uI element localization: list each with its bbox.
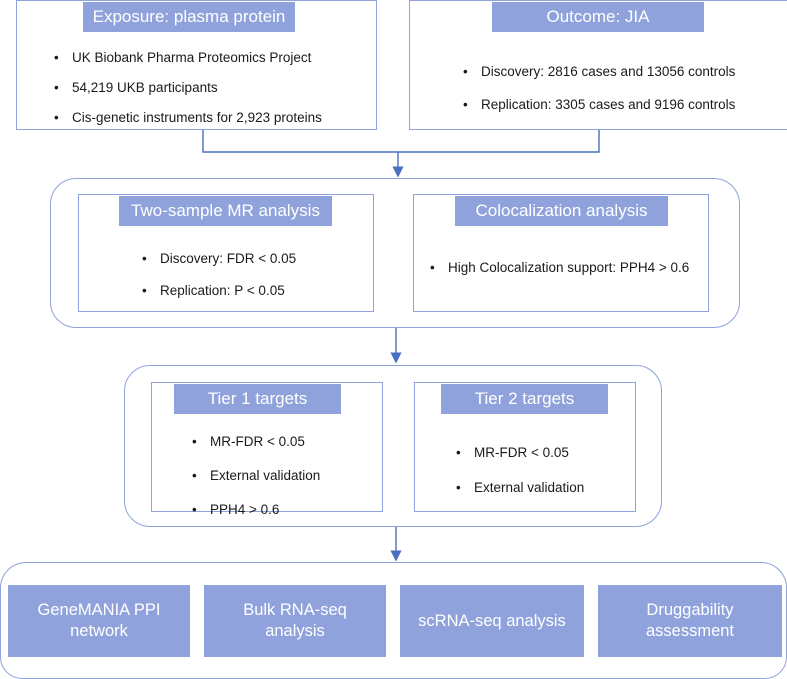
scrnaseq-tile: scRNA-seq analysis [400, 585, 584, 657]
tile-line: analysis [265, 622, 325, 640]
mr-analysis-item: Discovery: FDR < 0.05 [142, 243, 296, 275]
outcome-list: Discovery: 2816 cases and 13056 controls… [463, 55, 735, 121]
tier1-item: External validation [192, 459, 320, 493]
exposure-item: UK Biobank Pharma Proteomics Project [54, 43, 322, 73]
tier2-list: MR-FDR < 0.05 External validation [456, 435, 584, 505]
tile-line: network [70, 622, 128, 640]
tile-line: Druggability [646, 601, 734, 619]
tile-line: Bulk RNA-seq [243, 601, 347, 619]
exposure-item: Cis-genetic instruments for 2,923 protei… [54, 103, 322, 133]
druggability-tile: Druggability assessment [598, 585, 782, 657]
colocalization-list: High Colocalization support: PPH4 > 0.6 [430, 258, 689, 278]
mr-analysis-item: Replication: P < 0.05 [142, 275, 296, 307]
tile-line: GeneMANIA PPI [37, 601, 161, 619]
tier1-item: PPH4 > 0.6 [192, 493, 320, 527]
exposure-list: UK Biobank Pharma Proteomics Project 54,… [54, 43, 322, 133]
tier2-item: External validation [456, 470, 584, 505]
colocalization-item: High Colocalization support: PPH4 > 0.6 [430, 258, 689, 278]
tier1-list: MR-FDR < 0.05 External validation PPH4 >… [192, 425, 320, 527]
colocalization-header: Colocalization analysis [455, 196, 668, 226]
merge-connector [202, 130, 600, 153]
mr-analysis-list: Discovery: FDR < 0.05 Replication: P < 0… [142, 243, 296, 307]
tier1-header: Tier 1 targets [174, 384, 341, 414]
outcome-header: Outcome: JIA [492, 2, 704, 32]
tier2-header: Tier 2 targets [441, 384, 608, 414]
outcome-item: Replication: 3305 cases and 9196 control… [463, 88, 735, 121]
exposure-header: Exposure: plasma protein [83, 2, 295, 32]
tile-line: scRNA-seq analysis [418, 611, 566, 630]
mr-analysis-header: Two-sample MR analysis [119, 196, 332, 226]
bulk-rnaseq-tile: Bulk RNA-seq analysis [204, 585, 386, 657]
tier1-item: MR-FDR < 0.05 [192, 425, 320, 459]
tier2-item: MR-FDR < 0.05 [456, 435, 584, 470]
tile-line: assessment [645, 622, 735, 640]
exposure-item: 54,219 UKB participants [54, 73, 322, 103]
outcome-item: Discovery: 2816 cases and 13056 controls [463, 55, 735, 88]
geneMANIA-ppi-tile: GeneMANIA PPI network [8, 585, 190, 657]
